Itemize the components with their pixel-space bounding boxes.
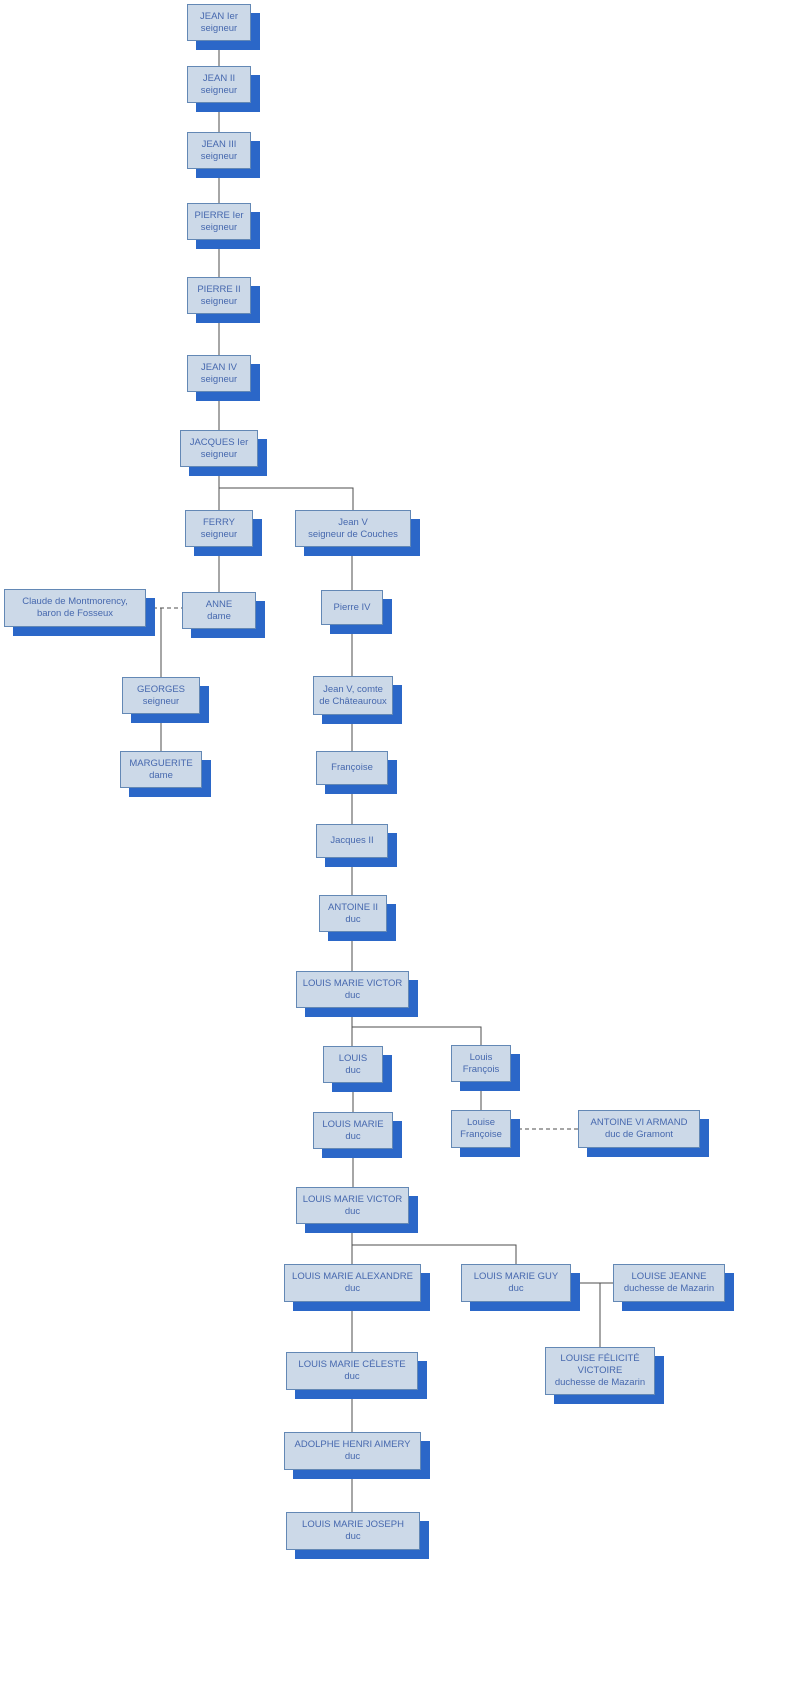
node-label: PIERRE II [197,283,241,295]
node-label: seigneur [200,221,238,233]
node-label: duc [345,1064,361,1076]
node-label: duc [508,1283,524,1294]
node-label: dame [149,769,173,781]
node-label: JEAN IV [201,361,237,373]
node-label: LOUIS MARIE JOSEPH [302,1519,404,1530]
node-label: Françoise [460,1129,502,1140]
node-label: Françoise [331,762,373,773]
node-label: LOUIS MARIE VICTOR [302,977,403,989]
node-label: Louis [469,1051,493,1063]
node-label: ANNE [205,598,233,610]
node-label: duc [345,1531,361,1542]
node-label: Louise [467,1117,495,1128]
node-label: duc [345,913,361,925]
node-label: duc [344,1283,361,1294]
node-label: dame [207,610,231,622]
node-label: LOUIS MARIE ALEXANDRE [292,1271,413,1282]
node-label: Jacques II [330,835,374,846]
node-label: MARGUERITE [129,757,193,769]
node-label: JEAN II [202,72,236,84]
node-label: Pierre IV [333,601,371,613]
node-label: seigneur [200,84,238,96]
node-label: ADOLPHE HENRI AIMERY [294,1439,411,1450]
descent-connector [218,467,354,510]
node-label: duc [344,989,361,1001]
descent-connector [351,1008,482,1045]
node-label: seigneur de Couches [308,528,398,540]
node-label: LOUIS MARIE GUY [473,1271,559,1282]
node-label: VICTOIRE [577,1365,623,1376]
node-label: ANTOINE VI ARMAND [590,1117,688,1128]
node-label: Claude de Montmorency, [22,596,128,607]
node-label: duc [344,1371,360,1382]
node-pierre-4[interactable]: Pierre IV [321,590,383,625]
node-label: duc de Gramont [604,1129,674,1140]
node-label: seigneur [200,373,238,385]
node-label: duchesse de Mazarin [554,1377,646,1388]
node-label: de Châteauroux [319,695,387,707]
node-jacques-2[interactable]: Jacques II [316,824,388,858]
node-label: LOUIS MARIE VICTOR [302,1193,403,1205]
node-label: LOUISE FÉLICITÉ [560,1353,640,1364]
node-label: LOUISE JEANNE [631,1271,707,1282]
node-label: seigneur [142,695,180,707]
node-label: Jean V, comte [323,683,383,695]
node-label: LOUIS MARIE CÉLESTE [298,1359,406,1370]
node-francoise[interactable]: Françoise [316,751,388,785]
node-label: seigneur [200,448,238,460]
node-label: Jean V [338,516,368,528]
descent-connector [351,1224,517,1264]
node-label: seigneur [200,295,238,307]
node-label: seigneur [200,22,238,34]
node-label: LOUIS [338,1052,368,1064]
node-label: FERRY [202,516,236,528]
node-label: baron de Fosseux [36,608,114,619]
node-label: LOUIS MARIE [322,1118,384,1130]
node-label: JEAN Ier [199,10,238,22]
node-label: GEORGES [136,683,186,695]
node-label: seigneur [200,150,238,162]
node-label: JEAN III [201,138,237,150]
node-label: ANTOINE II [328,901,378,913]
node-label: JACQUES Ier [189,436,249,448]
node-label: PIERRE Ier [194,209,244,221]
node-claude-montmorency[interactable]: Claude de Montmorency,baron de Fosseux [4,589,146,627]
node-label: duc [344,1205,361,1217]
node-label: duc [344,1451,361,1462]
node-label: seigneur [200,528,238,540]
node-label: duc [345,1130,361,1142]
node-label: duchesse de Mazarin [623,1283,715,1294]
node-label: François [462,1063,500,1075]
